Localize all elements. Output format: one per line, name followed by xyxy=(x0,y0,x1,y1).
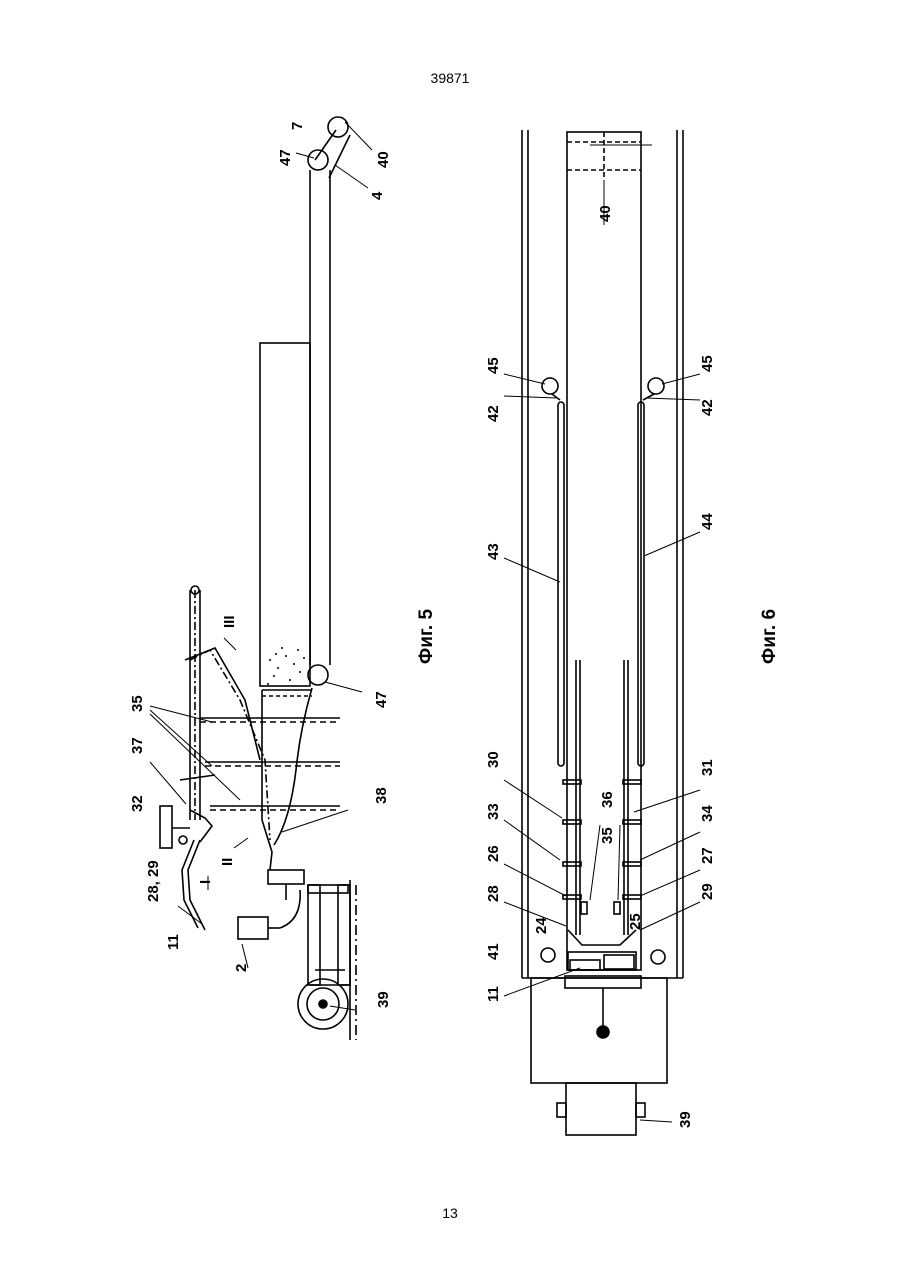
label-42: 42 xyxy=(699,399,716,416)
label-26: 26 xyxy=(485,845,502,862)
figure-6 xyxy=(504,130,700,1135)
label-25: 25 xyxy=(627,913,644,930)
roller-41-right xyxy=(651,950,665,964)
label-45: 45 xyxy=(485,357,502,374)
label-29: 29 xyxy=(699,883,716,900)
rods-35 xyxy=(200,718,340,810)
label-2: 2 xyxy=(233,964,250,972)
figure-5-caption: Фиг. 5 xyxy=(416,609,437,664)
label-39: 39 xyxy=(677,1111,694,1128)
page-number: 13 xyxy=(0,1205,900,1221)
figure-6-labels: 40 45 45 42 42 43 44 30 31 33 34 35 36 2… xyxy=(485,205,780,1128)
label-42: 42 xyxy=(485,405,502,422)
pulley-40 xyxy=(328,117,348,137)
label-27: 27 xyxy=(699,847,716,864)
label-43: 43 xyxy=(485,543,502,560)
hopper-38 xyxy=(262,688,312,870)
label-32: 32 xyxy=(129,795,146,812)
label-35: 35 xyxy=(599,827,616,844)
label-28: 28 xyxy=(485,885,502,902)
label-44: 44 xyxy=(699,513,716,530)
label-33: 33 xyxy=(485,803,502,820)
label-36: 36 xyxy=(599,791,616,808)
housing-fig5 xyxy=(260,343,310,686)
label-41: 41 xyxy=(485,943,502,960)
label-28-29: 28, 29 xyxy=(145,860,162,902)
motor-39-fig6 xyxy=(566,1083,636,1135)
label-37: 37 xyxy=(129,737,146,754)
label-4: 4 xyxy=(369,191,386,200)
pulley-47-top xyxy=(308,150,328,170)
roller-40-fig6 xyxy=(567,132,641,180)
label-40: 40 xyxy=(375,151,392,168)
label-7: 7 xyxy=(289,122,306,130)
label-11: 11 xyxy=(485,986,502,1002)
label-39: 39 xyxy=(375,991,392,1008)
pulley-45-left xyxy=(542,378,558,394)
roller-41-left xyxy=(541,948,555,962)
figure-5 xyxy=(150,117,372,1040)
label-section-III: III xyxy=(221,615,238,628)
label-24: 24 xyxy=(533,917,550,934)
figure-5-labels: 7 40 47 4 47 35 37 32 28, 29 11 2 38 39 … xyxy=(129,122,437,1008)
belt-43 xyxy=(558,402,564,766)
label-section-II: II xyxy=(219,858,236,866)
label-30: 30 xyxy=(485,751,502,768)
conveyor-belt-fig5 xyxy=(310,130,350,665)
motor-2 xyxy=(238,917,268,939)
material-fill xyxy=(267,647,305,685)
label-40: 40 xyxy=(597,205,614,222)
label-38: 38 xyxy=(373,787,390,804)
label-35: 35 xyxy=(129,695,146,712)
drive-assembly xyxy=(565,930,641,988)
label-section-I: I xyxy=(197,880,214,884)
label-11: 11 xyxy=(165,934,182,950)
figure-6-caption: Фиг. 6 xyxy=(759,609,780,664)
label-47: 47 xyxy=(373,691,390,708)
label-45: 45 xyxy=(699,355,716,372)
label-47: 47 xyxy=(277,149,294,166)
pulley-45-right xyxy=(648,378,664,394)
label-31: 31 xyxy=(699,759,716,776)
label-34: 34 xyxy=(699,805,716,822)
